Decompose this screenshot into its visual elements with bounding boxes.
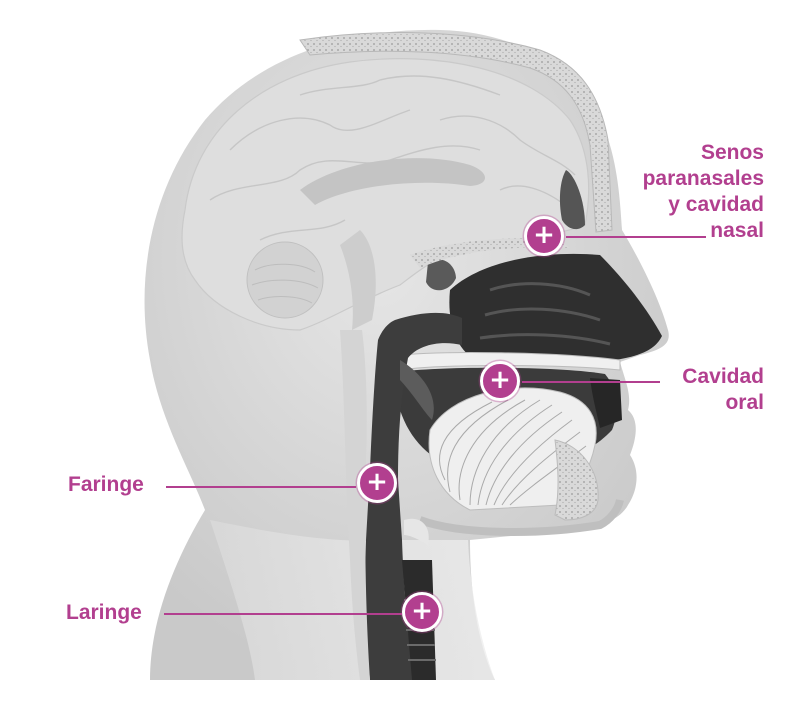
leader-line-laringe	[164, 613, 402, 615]
spine	[340, 330, 370, 680]
nasal-cavity	[449, 253, 662, 360]
hotspot-laringe-button[interactable]: +	[402, 592, 442, 632]
label-oral-line1: Cavidad	[682, 365, 764, 388]
brainstem	[340, 230, 376, 330]
plus-icon: +	[533, 220, 555, 250]
label-oral-line2: oral	[725, 391, 764, 414]
label-senos-line3: y cavidad	[668, 193, 764, 216]
tongue-fibers	[439, 399, 587, 506]
label-senos-line2: paranasales	[642, 167, 764, 190]
label-faringe-text: Faringe	[68, 473, 144, 496]
label-faringe: Faringe	[68, 472, 144, 498]
soft-palate	[400, 360, 434, 420]
nasal-turbinates	[479, 282, 611, 346]
plus-icon: +	[489, 365, 511, 395]
hotspot-senos-button[interactable]: +	[524, 216, 564, 256]
pharynx	[365, 312, 462, 680]
label-laringe-text: Laringe	[66, 601, 142, 624]
label-laringe: Laringe	[66, 600, 142, 626]
label-senos-line4: nasal	[710, 219, 764, 242]
label-cavidad-oral: Cavidad oral	[640, 364, 764, 416]
sphenoid-sinus	[426, 259, 456, 291]
hotspot-faringe-button[interactable]: +	[357, 463, 397, 503]
mandible	[554, 439, 599, 521]
upper-teeth	[590, 378, 622, 428]
hotspot-cavidad-oral-button[interactable]: +	[480, 361, 520, 401]
epiglottis	[404, 518, 429, 545]
leader-line-senos	[566, 236, 706, 238]
corpus-callosum	[300, 158, 485, 205]
skull-bone	[299, 32, 613, 233]
leader-line-oral	[522, 381, 660, 383]
label-senos-line1: Senos	[700, 141, 764, 164]
plus-icon: +	[411, 596, 433, 626]
brain-folds	[209, 75, 576, 241]
leader-line-faringe	[166, 486, 356, 488]
frontal-sinus	[559, 170, 585, 230]
jaw-outline	[418, 498, 624, 536]
label-senos-paranasales: Senos paranasales y cavidad nasal	[600, 140, 764, 244]
plus-icon: +	[366, 467, 388, 497]
